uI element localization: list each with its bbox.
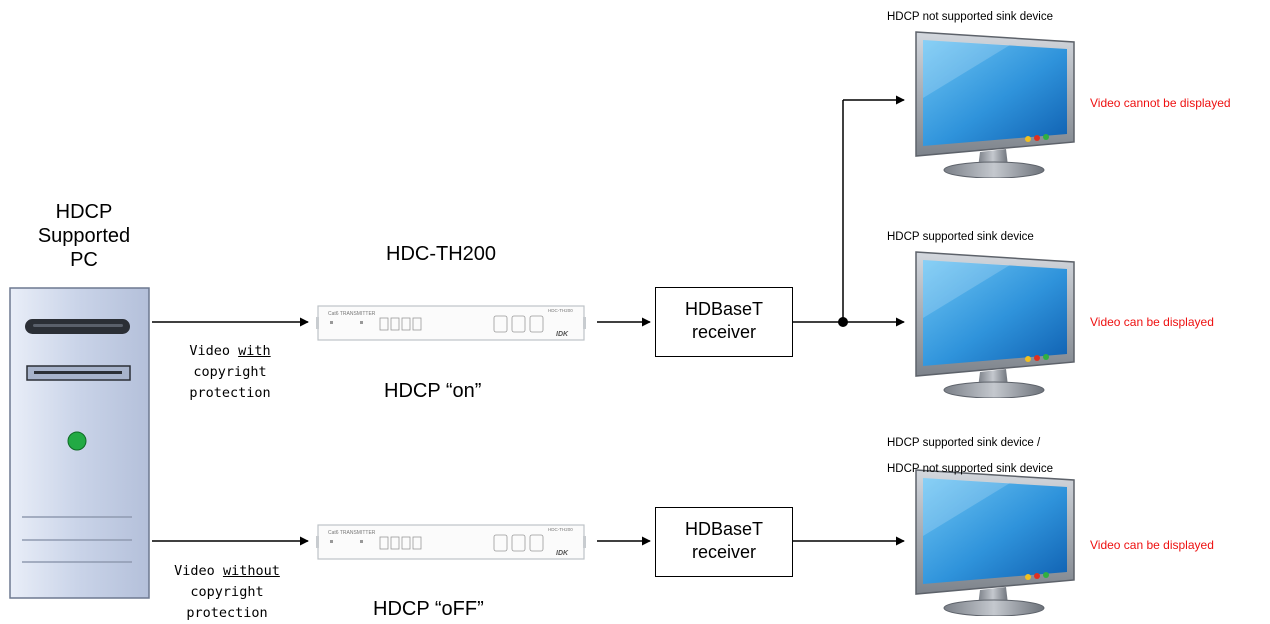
hdcp-mode-label: HDCP “on” [384,380,482,402]
video-label-line: copyright [190,584,264,600]
pc-tower [9,287,150,599]
video-label-line1: Video with [160,341,300,362]
transmitter-model-label: HDC-TH200 [386,243,497,265]
video-label-line: copyright [193,364,267,380]
receiver-label-line: receiver [691,322,757,342]
monitor-icon [915,251,1075,398]
sink-device-label: HDCP not supported sink device [887,11,1053,23]
transmitter-device [316,524,586,560]
video-label: Video with copyright protection [160,341,300,404]
receiver-label-line: receiver [691,542,757,562]
video-label-prefix: Video [174,563,223,579]
transmitter-device [316,305,586,341]
pc-title-line: Supported [37,225,131,247]
display-result-label: Video can be displayed [1090,538,1214,552]
video-label-line: protection [189,385,271,401]
video-label-prefix: Video [189,343,239,359]
sink-device-label: HDCP supported sink device [887,231,1034,243]
pc-title: HDCP Supported PC [14,200,154,272]
receiver-label-line: HDBaseT [684,519,764,539]
monitor-icon [915,469,1075,616]
display-result-label: Video can be displayed [1090,315,1214,329]
hdcp-mode-label: HDCP “oFF” [373,598,484,620]
video-label-line1: Video without [157,561,297,582]
pc-title-line: PC [70,249,98,271]
power-led [67,431,87,451]
monitor-icon [915,31,1075,178]
video-label-line: protection [186,605,268,621]
sink-device-label: HDCP supported sink device / HDCP not su… [887,430,1053,482]
hdbaset-receiver-box: HDBaseT receiver [655,287,793,357]
sink-device-label-line: HDCP not supported sink device [887,463,1053,475]
receiver-label-line: HDBaseT [684,299,764,319]
pc-title-line: HDCP [55,201,113,223]
video-label-emphasis: with [238,343,271,359]
hdbaset-receiver-box: HDBaseT receiver [655,507,793,577]
junction-dot [838,317,848,327]
display-result-label: Video cannot be displayed [1090,96,1231,110]
sink-device-label-line: HDCP supported sink device / [887,437,1041,449]
video-label: Video without copyright protection [157,561,297,624]
video-label-emphasis: without [222,563,280,579]
